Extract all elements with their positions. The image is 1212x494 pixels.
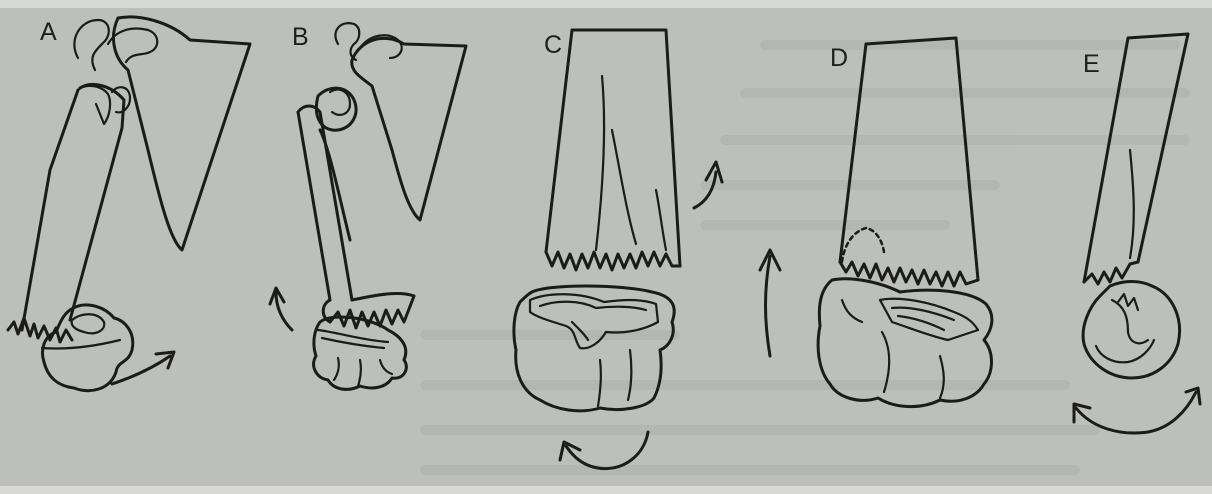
panel-label-d: D bbox=[830, 44, 848, 72]
panel-label-c: C bbox=[544, 31, 562, 59]
panel-label-a: A bbox=[40, 18, 57, 46]
panel-label-b: B bbox=[292, 23, 309, 51]
panel-label-e: E bbox=[1083, 50, 1100, 78]
